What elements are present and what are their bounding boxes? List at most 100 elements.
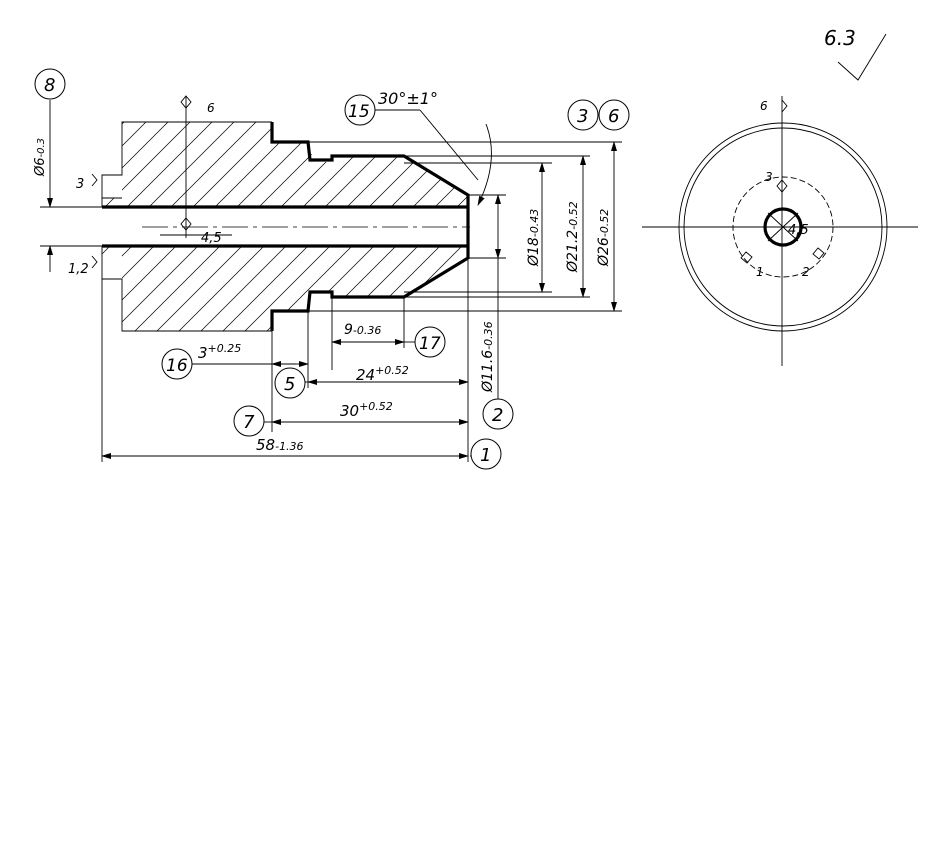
hatch-line — [102, 246, 345, 331]
svg-text:58-1.36: 58-1.36 — [256, 436, 304, 454]
svg-text:15: 15 — [348, 102, 370, 122]
hatch-line — [325, 246, 468, 331]
end-view: 6 3 4,5 1 2 — [642, 96, 918, 366]
svg-text:Ø26-0.52: Ø26-0.52 — [596, 209, 612, 267]
hatch-line — [102, 246, 147, 331]
datum-marker-top: 6 — [180, 95, 215, 115]
svg-text:Ø11.6-0.36: Ø11.6-0.36 — [480, 321, 496, 393]
hatch-line — [102, 246, 213, 331]
svg-text:1: 1 — [480, 445, 491, 466]
hatch-line — [502, 100, 762, 360]
hatch-line — [325, 122, 468, 207]
hatch-line — [369, 246, 468, 331]
hatch-line — [0, 100, 58, 360]
svg-text:7: 7 — [243, 412, 255, 433]
balloon-5: 5 — [274, 367, 306, 399]
hatch-line — [102, 122, 147, 207]
hatch-line — [102, 122, 169, 207]
svg-text:3: 3 — [76, 177, 84, 192]
dim-angle: 30°±1° — [372, 89, 492, 206]
hatch-line — [237, 246, 468, 331]
hatch-line — [102, 122, 323, 207]
hatch-line — [259, 246, 468, 331]
hatch-line — [590, 100, 850, 360]
svg-text:Ø18-0.43: Ø18-0.43 — [526, 209, 542, 267]
balloon-17: 17 — [414, 326, 446, 358]
svg-text:4,5: 4,5 — [788, 223, 809, 238]
svg-text:6: 6 — [608, 106, 619, 127]
hatch-line — [149, 246, 411, 331]
hatch-line — [237, 122, 468, 207]
hatch-line — [546, 100, 806, 360]
part-outline — [101, 121, 272, 332]
hatch-line — [590, 100, 850, 360]
svg-text:Ø21.2-0.52: Ø21.2-0.52 — [565, 201, 581, 273]
svg-text:3: 3 — [765, 170, 773, 184]
svg-text:Ø6-0.3: Ø6-0.3 — [33, 138, 48, 177]
hatch-line — [413, 246, 468, 331]
hatch-line — [281, 122, 468, 207]
svg-text:1,2: 1,2 — [68, 262, 89, 277]
svg-text:1: 1 — [756, 265, 764, 279]
balloon-8: 8 — [34, 68, 66, 100]
hatch-line — [281, 246, 468, 331]
svg-text:16: 16 — [166, 356, 188, 376]
hatch-line — [391, 246, 468, 331]
hatch-line — [0, 100, 14, 360]
datum-marker-left: 3 1,2 — [68, 173, 98, 277]
hatch-line — [0, 100, 14, 360]
hatch-line — [102, 122, 125, 207]
svg-text:5: 5 — [284, 374, 295, 395]
hatch-line — [102, 246, 191, 331]
hatch-line — [193, 246, 455, 331]
hatch-line — [102, 122, 301, 207]
hatch-line — [215, 246, 468, 331]
balloon-2: 2 — [482, 398, 514, 430]
hatch-line — [127, 246, 389, 331]
hatch-line — [171, 246, 433, 331]
balloon-16: 16 — [161, 348, 193, 380]
svg-text:6: 6 — [207, 101, 215, 115]
hatch-line — [102, 122, 257, 207]
balloon-1: 1 — [470, 438, 502, 470]
svg-text:4,5: 4,5 — [201, 231, 222, 246]
svg-text:2: 2 — [492, 405, 503, 426]
hatch-line — [369, 122, 468, 207]
machined-surfaces — [102, 122, 470, 331]
svg-text:6: 6 — [760, 99, 768, 113]
hatch-line — [105, 246, 367, 331]
hatch-line — [102, 246, 323, 331]
svg-text:3: 3 — [577, 106, 588, 127]
svg-text:8: 8 — [44, 75, 55, 96]
hatch-line — [303, 122, 468, 207]
dim-bore-diameter: Ø6-0.3 — [33, 100, 102, 272]
hatch-line — [0, 100, 36, 360]
hatch-line — [102, 122, 235, 207]
svg-text:2: 2 — [802, 265, 810, 279]
hatch-line — [102, 246, 103, 331]
hatch-line — [102, 122, 279, 207]
hatch-line — [303, 246, 468, 331]
balloon-leaders — [260, 341, 474, 457]
surface-finish-value: 6.3 — [824, 26, 856, 50]
svg-text:30+0.52: 30+0.52 — [340, 400, 393, 420]
hatch-line — [259, 122, 468, 207]
hatch-line — [102, 246, 125, 331]
svg-text:9-0.36: 9-0.36 — [344, 322, 381, 338]
hatch-line — [502, 100, 762, 360]
hatch-line — [524, 100, 784, 360]
balloon-7: 7 — [233, 405, 265, 437]
balloon-6: 6 — [598, 99, 630, 131]
svg-text:30°±1°: 30°±1° — [378, 89, 438, 108]
svg-text:3+0.25: 3+0.25 — [198, 342, 241, 362]
datum-marker-center: 4,5 — [160, 217, 232, 246]
hatch-line — [102, 246, 169, 331]
hatch-line — [0, 100, 36, 360]
hatch-line — [0, 100, 58, 360]
hatch-line — [102, 122, 213, 207]
balloon-3: 3 — [567, 99, 599, 131]
surface-finish-symbol: 6.3 — [824, 26, 887, 81]
hatch-line — [524, 100, 784, 360]
svg-text:17: 17 — [419, 334, 441, 354]
